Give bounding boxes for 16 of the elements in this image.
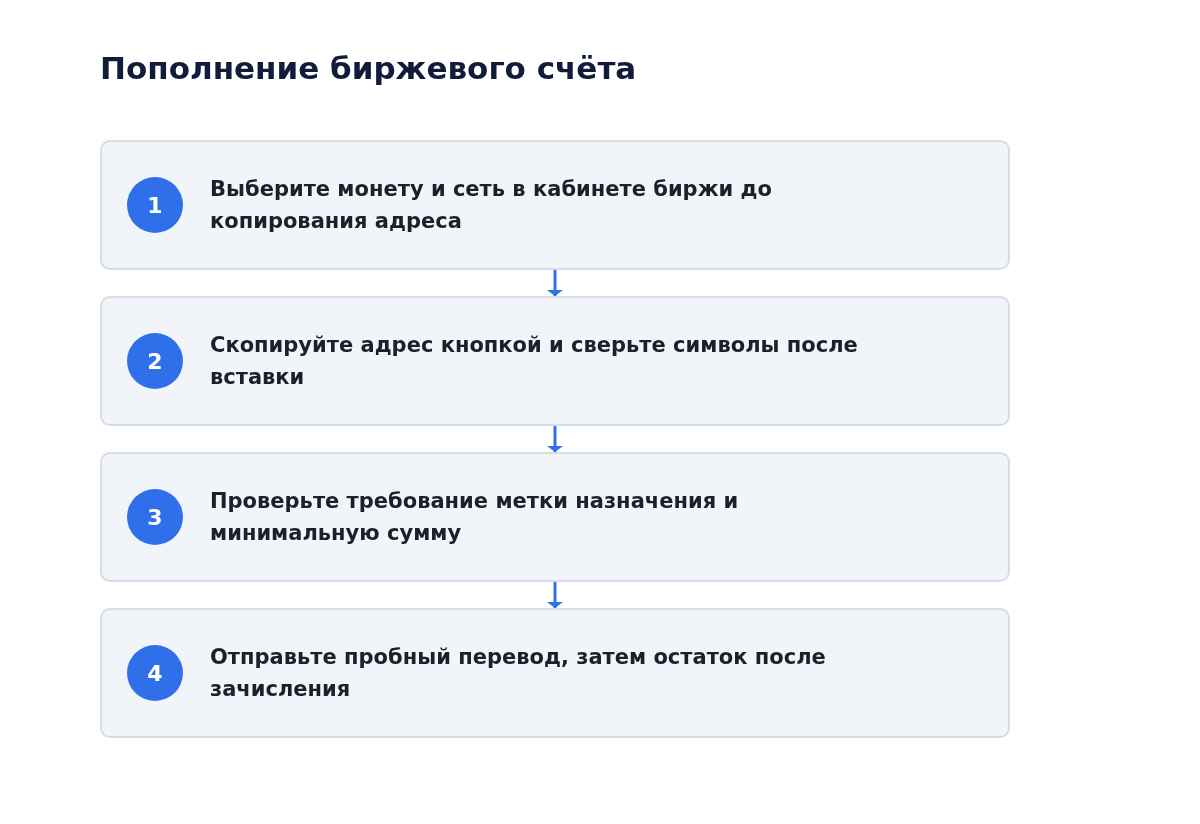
step-card bbox=[100, 452, 1010, 582]
title: Пополнение биржевого счёта bbox=[100, 49, 637, 88]
step-text: Проверьте требование метки назначения и минимальную сумму bbox=[210, 488, 740, 547]
arrow bbox=[547, 270, 563, 296]
step-card bbox=[100, 608, 1010, 738]
step-number: 4 bbox=[127, 645, 183, 701]
step-text: Выберите монету и сеть в кабинете биржи до копирования адреса bbox=[210, 176, 773, 235]
step-number: 2 bbox=[127, 333, 183, 389]
step-card bbox=[100, 140, 1010, 270]
step-number: 3 bbox=[127, 489, 183, 545]
step-text: Отправьте пробный перевод, затем остаток после зачисления bbox=[210, 644, 827, 703]
step-number: 1 bbox=[127, 177, 183, 233]
arrow bbox=[547, 582, 563, 608]
step-card bbox=[100, 296, 1010, 426]
arrow bbox=[547, 426, 563, 452]
step-text: Скопируйте адрес кнопкой и сверьте символы после вставки bbox=[210, 332, 859, 391]
